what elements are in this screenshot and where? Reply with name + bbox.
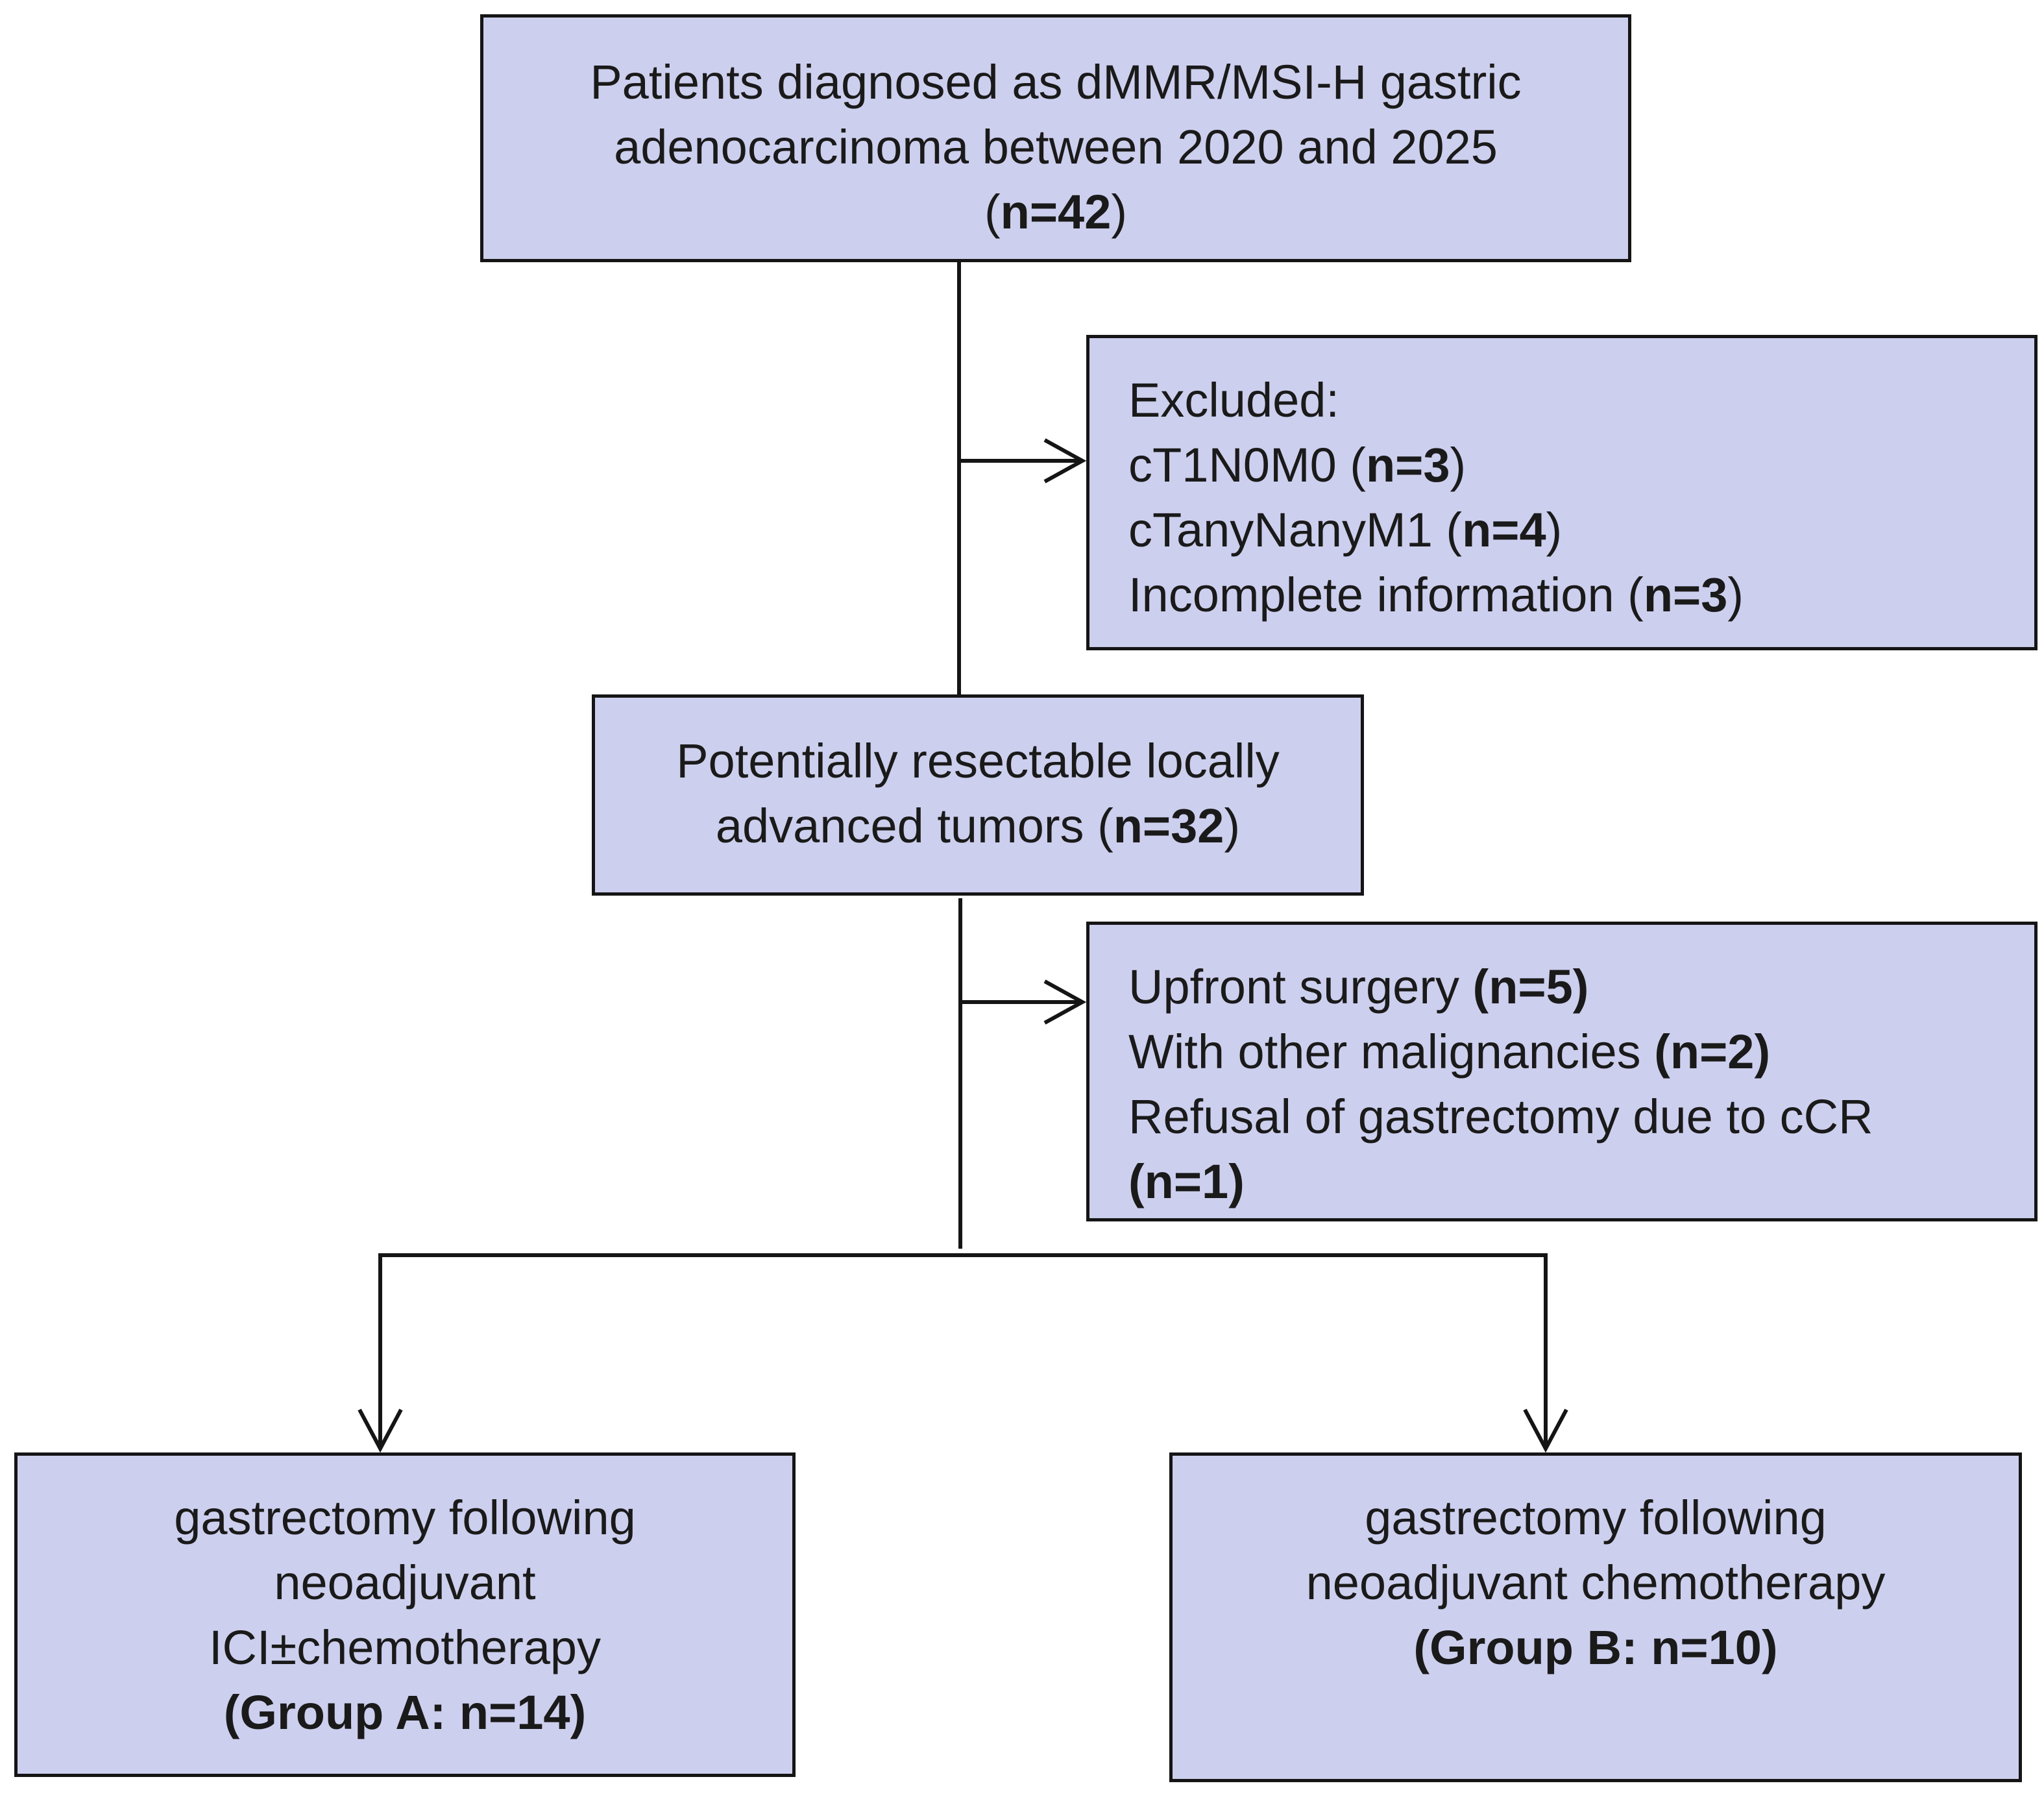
paren-close: ) [1727, 568, 1744, 622]
excluded-item-label: cT1N0M0 ( [1128, 438, 1366, 492]
group-a-box: gastrectomy following neoadjuvant ICI±ch… [14, 1452, 796, 1777]
excluded-item: cT1N0M0 (n=3) [1128, 433, 2034, 498]
patients-count: n=42 [1000, 185, 1112, 239]
paren-open: ( [984, 185, 1001, 239]
excluded-item: cTanyNanyM1 (n=4) [1128, 498, 2034, 563]
second-exclusion-count: (n=2) [1654, 1025, 1771, 1079]
group-b-line-1: gastrectomy following [1365, 1491, 1827, 1545]
group-b-line-2: neoadjuvant chemotherapy [1306, 1556, 1886, 1610]
group-a-line-2: neoadjuvant [274, 1556, 536, 1610]
arrowhead-group-a [358, 1408, 403, 1453]
patients-count-line: (n=42) [483, 180, 1628, 245]
excluded-box: Excluded: cT1N0M0 (n=3) cTanyNanyM1 (n=4… [1086, 335, 2038, 650]
second-exclusion-box: Upfront surgery (n=5) With other maligna… [1086, 922, 2038, 1221]
arrowhead-excluded [1043, 438, 1087, 484]
excluded-item: Incomplete information (n=3) [1128, 563, 2034, 628]
paren-close: ) [1546, 503, 1563, 557]
resectable-line-2: advanced tumors (n=32) [595, 794, 1361, 859]
excluded-item-label: cTanyNanyM1 ( [1128, 503, 1463, 557]
resectable-line-1: Potentially resectable locally [676, 734, 1280, 788]
patients-box: Patients diagnosed as dMMR/MSI-H gastric… [480, 14, 1631, 262]
excluded-item-count: n=3 [1643, 568, 1728, 622]
patients-line-1: Patients diagnosed as dMMR/MSI-H gastric [590, 55, 1522, 109]
paren-close: ) [1450, 438, 1466, 492]
second-exclusion-last-label: Refusal of gastrectomy due to cCR [1128, 1090, 1873, 1144]
patients-line-2: adenocarcinoma between 2020 and 2025 [614, 120, 1498, 174]
second-exclusion-item: With other malignancies (n=2) [1128, 1020, 2034, 1084]
second-exclusion-label: With other malignancies [1128, 1025, 1655, 1079]
resectable-count: n=32 [1113, 799, 1224, 853]
paren-close: ) [1111, 185, 1128, 239]
group-a-line-1: gastrectomy following [174, 1491, 636, 1545]
excluded-item-label: Incomplete information ( [1128, 568, 1644, 622]
excluded-title: Excluded: [1128, 373, 1339, 427]
excluded-item-count: n=3 [1365, 438, 1450, 492]
paren-close: ) [1224, 799, 1241, 853]
arrowhead-second-exclusion [1043, 979, 1087, 1025]
resectable-box: Potentially resectable locally advanced … [592, 694, 1364, 896]
second-exclusion-label: Upfront surgery [1128, 960, 1473, 1014]
resectable-line-2-text: advanced tumors ( [715, 799, 1113, 853]
second-exclusion-last-count: (n=1) [1128, 1155, 1245, 1208]
arrowhead-group-b [1523, 1408, 1568, 1453]
second-exclusion-item: Upfront surgery (n=5) [1128, 955, 2034, 1020]
second-exclusion-count: (n=5) [1472, 960, 1589, 1014]
excluded-item-count: n=4 [1462, 503, 1546, 557]
group-a-label: (Group A: n=14) [223, 1685, 587, 1739]
group-b-box: gastrectomy following neoadjuvant chemot… [1169, 1452, 2022, 1782]
group-b-label: (Group B: n=10) [1413, 1621, 1778, 1674]
group-a-line-3: ICI±chemotherapy [208, 1621, 602, 1674]
